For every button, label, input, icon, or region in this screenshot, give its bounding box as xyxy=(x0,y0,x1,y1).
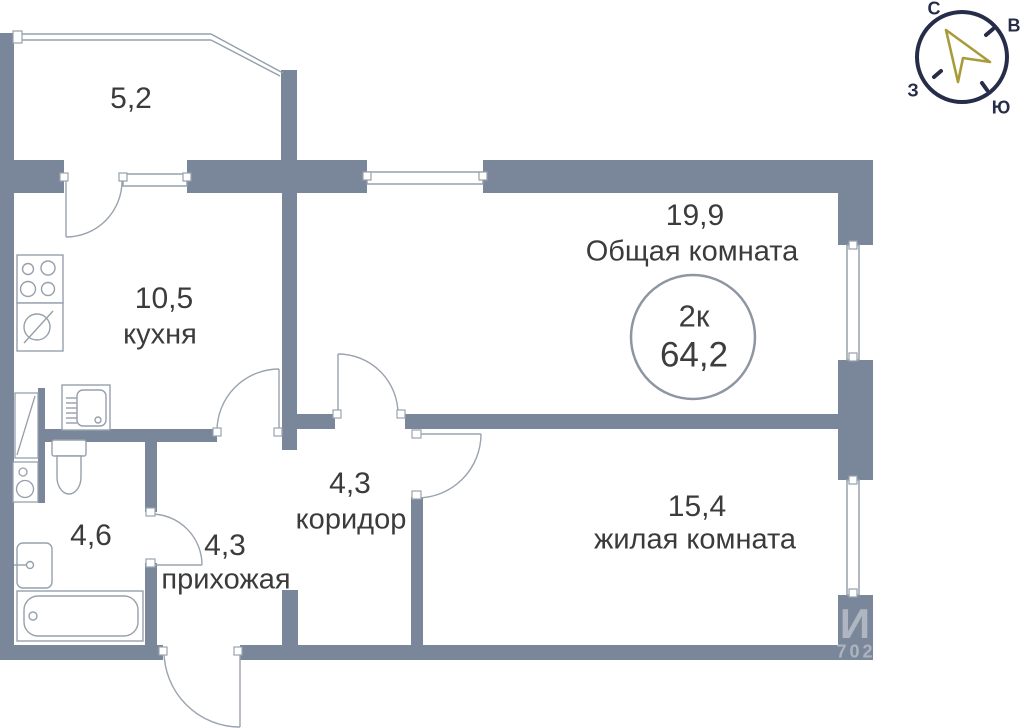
compass-south-label: Ю xyxy=(991,97,1011,118)
compass-ticks xyxy=(932,27,995,92)
wall-balcony-right xyxy=(281,70,297,166)
wall-bath-right-lower xyxy=(145,563,157,645)
washing-machine-icon xyxy=(12,461,39,503)
window-right-upper xyxy=(846,240,860,362)
vent-shaft-icon xyxy=(14,392,39,459)
kitchen-sink-icon xyxy=(61,384,111,431)
balcony-glazing xyxy=(12,30,284,77)
wall-living-top xyxy=(405,414,838,429)
corridor-name-label: коридор xyxy=(295,503,407,536)
door-bathroom xyxy=(145,507,203,568)
wall-top-mid xyxy=(187,160,367,193)
bathroom-area-label: 4,6 xyxy=(70,519,112,552)
stove-icon xyxy=(16,254,64,304)
toilet-icon xyxy=(51,439,87,495)
watermark-digits: 702 xyxy=(836,641,876,662)
wall-shaft-strip xyxy=(38,388,45,503)
hallway-name-label: прихожая xyxy=(161,563,291,596)
unit-badge-total-area: 64,2 xyxy=(659,335,729,375)
balcony-area-label: 5,2 xyxy=(110,82,152,115)
compass-arrow-icon xyxy=(944,28,992,84)
compass xyxy=(915,10,1009,104)
wall-left xyxy=(0,33,14,660)
wall-bottom-left xyxy=(0,645,163,660)
door-common-room xyxy=(332,353,406,419)
bath-sink-icon xyxy=(14,542,53,589)
watermark-letter: И xyxy=(839,600,871,647)
wall-bath-top xyxy=(43,429,217,442)
wall-bath-right-upper xyxy=(145,442,157,512)
wall-right-mid xyxy=(838,360,873,480)
wall-top-right xyxy=(483,160,873,193)
door-bedroom xyxy=(411,429,482,500)
wall-kitchen-room xyxy=(282,193,297,450)
hallway-area-label: 4,3 xyxy=(204,529,246,562)
wall-bedroom-left xyxy=(411,497,423,645)
wall-balcony-bottom-left xyxy=(0,160,64,193)
door-entrance xyxy=(158,646,243,728)
window-right-lower xyxy=(846,475,860,598)
kitchen-name-label: кухня xyxy=(123,318,197,351)
compass-ring xyxy=(915,10,1009,104)
door-balcony xyxy=(59,172,123,238)
unit-badge-rooms: 2к xyxy=(678,298,710,334)
wall-bottom-right xyxy=(240,645,873,660)
wall-corridor-top xyxy=(297,414,335,429)
compass-north-label: С xyxy=(927,0,941,19)
bedroom-name-label: жилая комната xyxy=(593,523,797,556)
window-kitchen xyxy=(118,172,192,187)
wall-hallway-stub xyxy=(282,590,298,645)
door-kitchen xyxy=(212,368,283,437)
unit-badge-circle xyxy=(629,273,757,401)
compass-east-label: В xyxy=(1007,15,1021,36)
window-common-room xyxy=(362,171,488,185)
common-room-name-label: Общая комната xyxy=(585,235,799,268)
compass-west-label: З xyxy=(907,80,919,101)
round-sink-icon xyxy=(16,302,64,352)
corridor-area-label: 4,3 xyxy=(329,467,371,500)
wall-right-top xyxy=(838,193,873,245)
common-room-area-label: 19,9 xyxy=(665,199,725,232)
kitchen-area-label: 10,5 xyxy=(134,282,194,315)
walls xyxy=(0,33,873,660)
bathtub-icon xyxy=(16,590,144,642)
bedroom-area-label: 15,4 xyxy=(667,490,727,523)
